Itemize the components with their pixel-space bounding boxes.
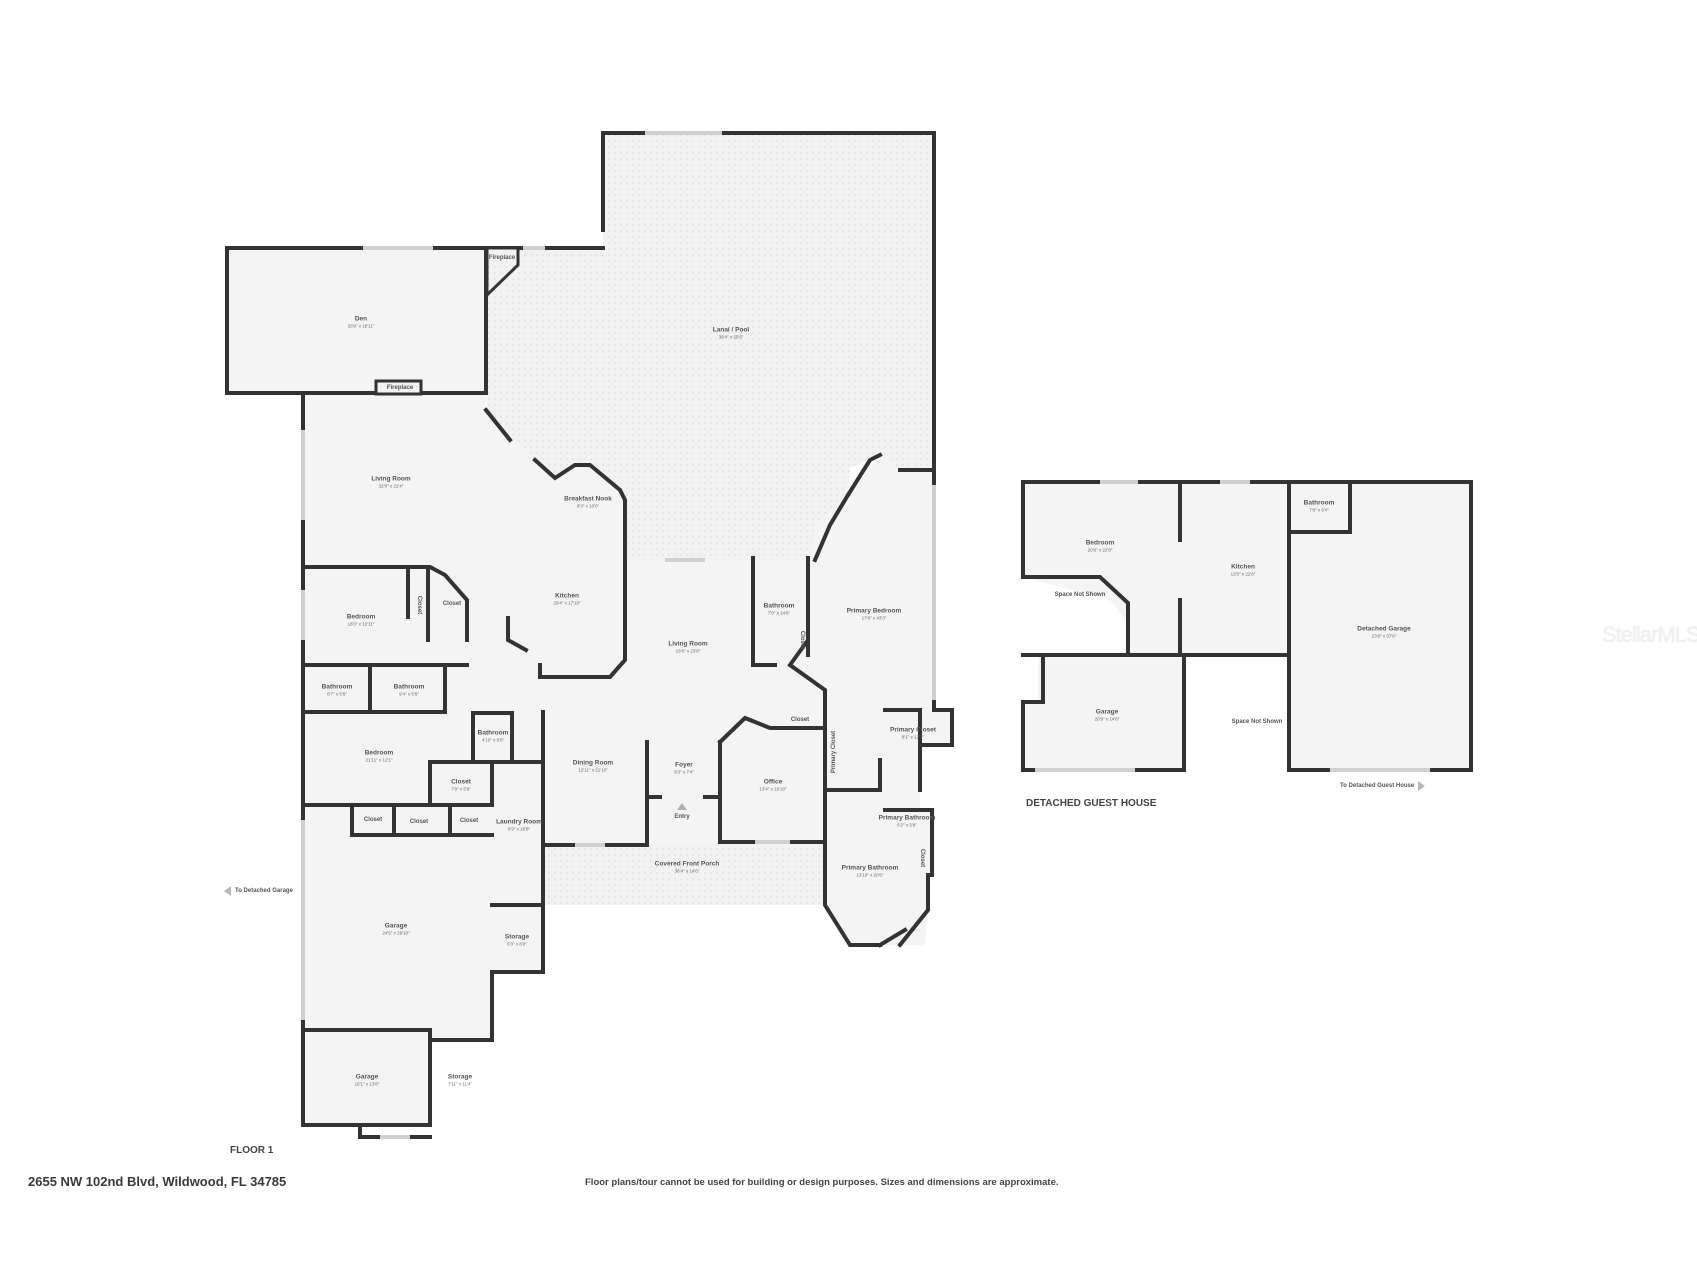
arrow-left-icon (224, 886, 231, 896)
entry-label: Entry (674, 814, 690, 820)
room-closet-2: Closet (442, 601, 462, 607)
room-primary-closet-narrow: Primary Closet (831, 730, 837, 774)
room-closet-9: Closet (919, 848, 925, 868)
room-closet-1: Closet (416, 595, 422, 615)
main-house-area (303, 393, 952, 1125)
fireplace-den (374, 379, 423, 396)
entry-arrow-icon (677, 803, 687, 810)
property-address: 2655 NW 102nd Blvd, Wildwood, FL 34785 (28, 1174, 287, 1189)
room-closet-6: Closet (459, 818, 479, 824)
guest-house-area (1023, 482, 1471, 770)
room-closet-7: Closet (799, 630, 805, 650)
space-not-shown-1: Space Not Shown (1054, 592, 1106, 598)
den-area (227, 248, 486, 393)
fireplace-den-label: Fireplace (386, 385, 414, 391)
arrow-right-icon (1418, 781, 1426, 791)
to-detached-guest-house-link[interactable]: To Detached Guest House (1340, 781, 1426, 791)
windows (301, 131, 1430, 1139)
room-closet-8: Closet (790, 717, 810, 723)
disclaimer-text: Floor plans/tour cannot be used for buil… (585, 1177, 1059, 1188)
room-closet-5: Closet (409, 819, 429, 825)
floor-1-title: FLOOR 1 (230, 1145, 274, 1156)
covered-porch-area (547, 845, 825, 905)
room-closet-4: Closet (363, 817, 383, 823)
lanai-area (487, 133, 934, 560)
guest-house-title: DETACHED GUEST HOUSE (1026, 798, 1157, 809)
fireplace-lanai (485, 246, 520, 299)
to-detached-garage-link[interactable]: To Detached Garage (224, 886, 293, 896)
space-not-shown-2: Space Not Shown (1231, 719, 1283, 725)
stellarmls-watermark: StellarMLS (1602, 622, 1697, 647)
fireplace-lanai-label: Fireplace (488, 255, 516, 261)
